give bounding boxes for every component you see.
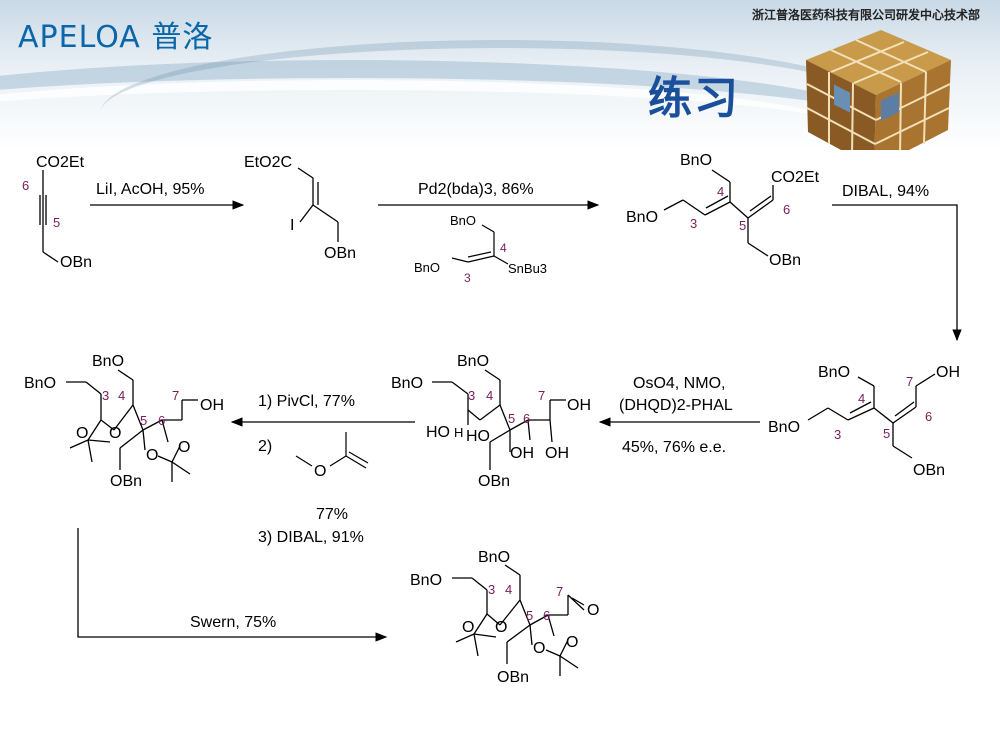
acetonide-alcohol-intermediate [66,369,198,482]
locant-7: 7 [906,374,913,389]
locant-4: 4 [118,388,125,403]
oh-label: OH [200,397,224,414]
slide-title: 练习 [648,73,740,124]
company-name: 浙江普洛医药科技有限公司研发中心技术部 [751,8,980,22]
locant-7: 7 [556,584,563,599]
bno-label: BnO [450,213,476,228]
bno-label: BnO [410,572,442,589]
o-label: O [178,439,190,456]
starting-material-alkyne [39,170,59,263]
arrow1-reagent: LiI, AcOH, 95% [96,181,205,198]
locant-5: 5 [508,411,515,426]
aldehyde-o-label: O [587,602,599,619]
o-label: O [495,619,507,636]
locant-3: 3 [468,388,475,403]
locant-3: 3 [102,388,109,403]
snbu3-label: SnBu3 [508,261,547,276]
locant-5: 5 [53,215,60,230]
locant-4: 4 [717,184,724,199]
locant-4: 4 [858,391,865,406]
bno-label: BnO [768,419,800,436]
obn-label: OBn [324,245,356,262]
ho-label: HO [466,428,490,445]
vinyl-iodide-intermediate [297,167,339,242]
o-label: O [109,425,121,442]
bno-label: BnO [818,364,850,381]
locant-7: 7 [538,388,545,403]
bno-label: BnO [457,353,489,370]
locant-6: 6 [925,409,932,424]
bno-label: BnO [391,375,423,392]
ho-label: HO [426,424,450,441]
arrow3-reagent: DIBAL, 94% [842,183,929,200]
bno-label: BnO [478,549,510,566]
locant-6: 6 [158,413,165,428]
reaction-arrow-6 [77,528,388,642]
cube-graphic [806,30,951,150]
locant-7: 7 [172,388,179,403]
co2et-label: CO2Et [771,169,820,186]
iodo-label: I [290,217,294,234]
locant-4: 4 [500,241,507,255]
locant-4: 4 [486,388,493,403]
eto2c-label: EtO2C [244,154,292,171]
diene-alcohol-intermediate [807,373,936,459]
header-swoosh [100,40,900,150]
o-label: O [314,463,326,480]
obn-label: OBn [497,669,529,686]
stannane-reagent [451,224,509,265]
oh-label: OH [545,445,569,462]
reaction-arrow-3 [832,204,962,342]
arrow2-reagent: Pd2(bda)3, 86% [418,181,534,198]
locant-6: 6 [783,202,790,217]
obn-label: OBn [60,254,92,271]
obn-label: OBn [913,462,945,479]
arrow5-yield2: 77% [316,506,348,523]
locant-6: 6 [543,608,550,623]
o-label: O [146,447,158,464]
oh-label: OH [936,364,960,381]
o-label: O [566,634,578,651]
o-label: O [76,425,88,442]
locant-3: 3 [690,216,697,231]
locant-5: 5 [883,426,890,441]
o-label: O [462,619,474,636]
bno-label: BnO [92,353,124,370]
slide-header: APELOA 普洛 浙江普洛医药科技有限公司研发中心技术部 练习 [0,0,1000,150]
locant-3: 3 [464,271,471,285]
locant-3: 3 [488,582,495,597]
locant-6: 6 [523,411,530,426]
arrow4-line3: 45%, 76% e.e. [622,439,726,456]
locant-6: 6 [22,178,29,193]
diene-ester-intermediate [663,169,774,257]
arrow5-step3: 3) DIBAL, 91% [258,529,364,546]
tetraol-intermediate [432,369,566,470]
obn-label: OBn [110,473,142,490]
co2et-label: CO2Et [36,154,85,171]
h-label: H [454,425,463,440]
arrow6-reagent: Swern, 75% [190,614,276,631]
bno-label: BnO [680,152,712,169]
company-logo: APELOA 普洛 [18,20,214,55]
bno-label: BnO [626,209,658,226]
arrow5-step2: 2) [258,438,272,455]
oh-label: OH [567,397,591,414]
obn-label: OBn [769,252,801,269]
o-label: O [533,640,545,657]
arrow4-line2: (DHQD)2-PHAL [619,397,733,414]
obn-label: OBn [478,473,510,490]
oh-label: OH [510,445,534,462]
locant-4: 4 [505,582,512,597]
locant-5: 5 [140,413,147,428]
aldehyde-product [452,564,585,676]
arrow4-line1: OsO4, NMO, [633,375,725,392]
bno-label: BnO [24,375,56,392]
locant-5: 5 [526,608,533,623]
locant-3: 3 [834,427,841,442]
arrow5-step1: 1) PivCl, 77% [258,393,355,410]
methoxypropene-reagent [295,432,369,469]
locant-5: 5 [739,218,746,233]
bno-label: BnO [414,260,440,275]
